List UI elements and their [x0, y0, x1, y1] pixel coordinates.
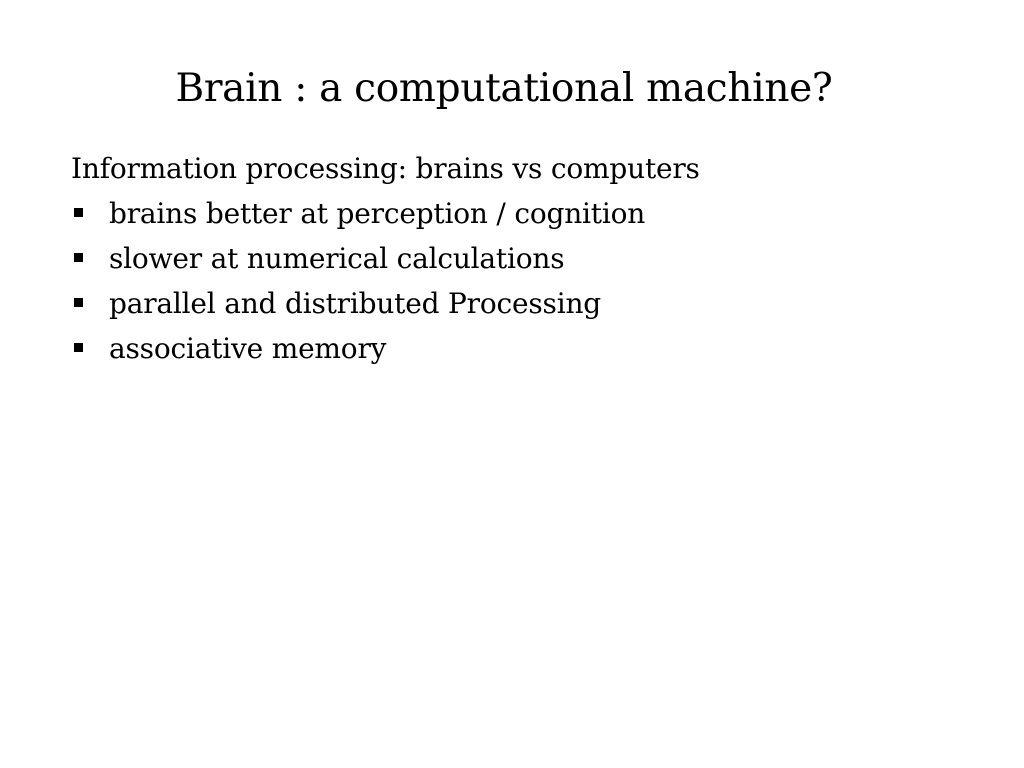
list-item: brains better at perception / cognition [71, 193, 971, 238]
square-bullet-icon [74, 343, 83, 352]
square-bullet-icon [74, 253, 83, 262]
bullet-text: parallel and distributed Processing [109, 287, 602, 320]
bullet-text: associative memory [109, 332, 387, 365]
list-item: associative memory [71, 328, 971, 373]
slide-title: Brain : a computational machine? [175, 66, 833, 111]
slide-body: Information processing: brains vs comput… [71, 148, 971, 373]
square-bullet-icon [74, 208, 83, 217]
bullet-text: brains better at perception / cognition [109, 197, 646, 230]
list-item: parallel and distributed Processing [71, 283, 971, 328]
intro-text: Information processing: brains vs comput… [71, 152, 700, 185]
bullet-list: brains better at perception / cognition … [71, 193, 971, 373]
bullet-text: slower at numerical calculations [109, 242, 565, 275]
list-item: slower at numerical calculations [71, 238, 971, 283]
square-bullet-icon [74, 298, 83, 307]
